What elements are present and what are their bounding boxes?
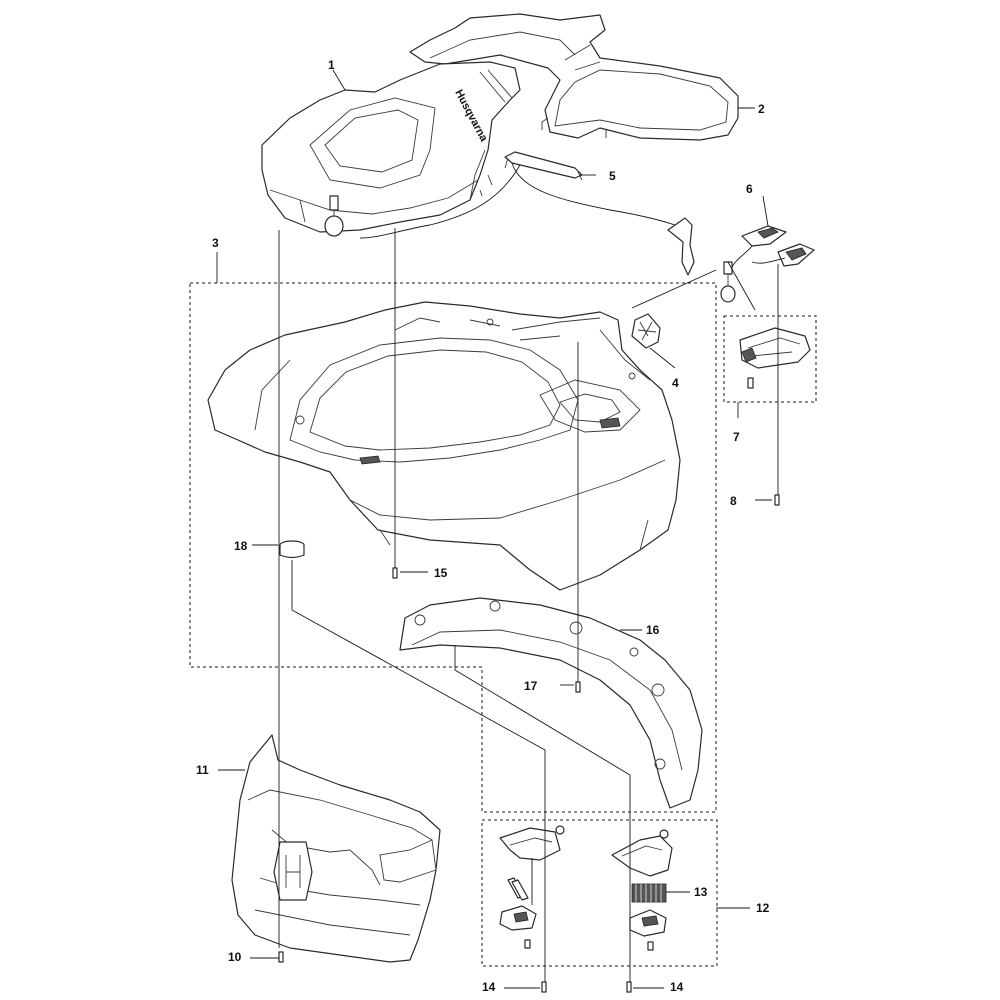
callout-11: 11 (196, 763, 209, 777)
callout-1: 1 (328, 58, 335, 72)
callout-14-left: 14 (482, 980, 496, 994)
part-11-front-bumper (231, 734, 441, 963)
callout-10: 10 (228, 950, 242, 964)
callout-6: 6 (746, 182, 753, 196)
part-4-logo-badge (631, 313, 661, 349)
screw-15 (392, 567, 398, 579)
callout-4: 4 (672, 376, 679, 390)
part-12-right-bracket (611, 829, 673, 951)
assembly-12-boundary (481, 819, 718, 967)
part-2-rear-cover (409, 13, 739, 141)
callout-15: 15 (434, 566, 448, 580)
leader-lines (216, 69, 779, 989)
callout-3: 3 (212, 236, 219, 250)
callout-2: 2 (758, 102, 765, 116)
callout-13: 13 (694, 885, 708, 899)
part-7-bracket (739, 327, 811, 389)
part-5-handle-cable (324, 151, 695, 276)
part-16-bumper (399, 597, 703, 809)
callout-12: 12 (756, 901, 770, 915)
callout-16: 16 (646, 623, 660, 637)
callout-17: 17 (524, 679, 538, 693)
part-1-top-cover: Husqvarna (261, 61, 521, 233)
screw-8 (774, 494, 780, 506)
part-18-plug (279, 540, 305, 559)
part-12-left-bracket (499, 825, 565, 949)
screw-14-right (626, 981, 632, 993)
callout-14-right: 14 (670, 980, 684, 994)
part-5-connector (324, 195, 344, 237)
assembly-7-boundary (723, 315, 817, 403)
screw-10 (278, 951, 284, 963)
callout-5: 5 (609, 169, 616, 183)
part-13-pad (631, 883, 667, 903)
screw-14-left (541, 981, 547, 993)
part-6-switch (720, 225, 815, 303)
callout-8: 8 (730, 494, 737, 508)
callout-18: 18 (234, 539, 248, 553)
callout-7: 7 (733, 430, 740, 444)
screw-17 (575, 681, 581, 693)
part-3-chassis (207, 301, 681, 591)
